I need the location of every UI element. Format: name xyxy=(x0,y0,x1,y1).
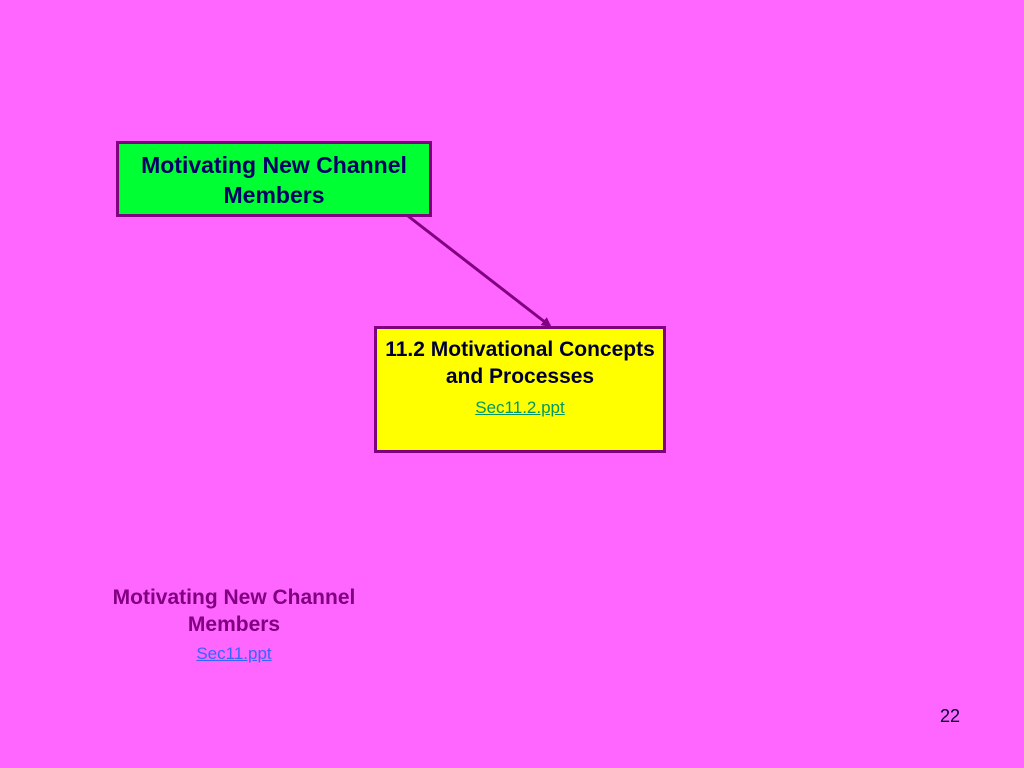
main-topic-title: Motivating New Channel Members xyxy=(141,152,407,208)
page-number: 22 xyxy=(939,706,961,726)
connector-line xyxy=(407,214,552,328)
main-topic-node[interactable]: Motivating New Channel Members xyxy=(116,141,432,217)
footer-title: Motivating New Channel Members xyxy=(112,586,356,636)
subtopic-title: 11.2 Motivational Concepts and Processes xyxy=(385,338,655,388)
footer-block: Motivating New Channel Members Sec11.ppt xyxy=(84,584,384,664)
subtopic-node[interactable]: 11.2 Motivational Concepts and Processes… xyxy=(374,326,666,453)
footer-link[interactable]: Sec11.ppt xyxy=(196,644,272,663)
subtopic-link[interactable]: Sec11.2.ppt xyxy=(475,398,565,417)
